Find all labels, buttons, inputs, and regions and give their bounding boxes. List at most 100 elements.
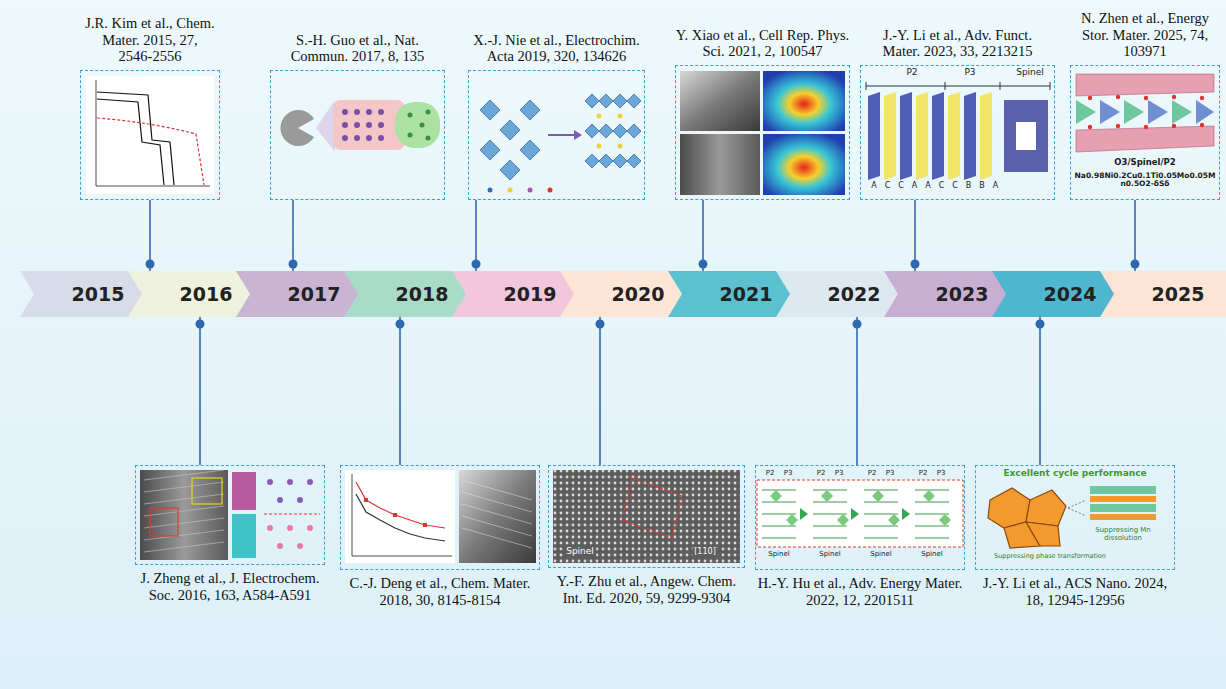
figure-annotation: P2: [868, 470, 877, 478]
p2-p3-spinel-transition: [762, 490, 949, 538]
year-chevron: 2023: [884, 271, 1034, 317]
figure-annotation: P3: [784, 470, 793, 478]
citation-text: S.-H. Guo et al., Nat. Commun. 2017, 8, …: [283, 32, 433, 65]
p2-p3-spinel-stacking: [948, 92, 960, 180]
core-shell-schematic: [280, 100, 440, 152]
core-shell-schematic: [333, 100, 405, 150]
o3-spinel-p2-crystal: [1076, 74, 1214, 152]
year-label: 2022: [776, 271, 926, 317]
figure-annotation: A: [871, 182, 876, 191]
stem-heatmap-panels: [680, 134, 760, 195]
spinel-layered-structure: [599, 94, 613, 108]
o3-spinel-p2-crystal: [1172, 124, 1176, 128]
figure-annotation: P3: [937, 470, 946, 478]
p2-p3-spinel-transition: [821, 490, 833, 502]
year-chevron: 2015: [20, 271, 170, 317]
stem-heatmap-panels: [680, 71, 845, 195]
figure-annotation: [110]: [692, 548, 718, 557]
p2-p3-spinel-transition: [915, 490, 949, 538]
figure-panel: S.-H. Guo et al., Nat. Commun. 2017, 8, …: [270, 70, 445, 200]
year-label: 2025: [1100, 271, 1226, 317]
p2-p3-spinel-stacking: [1004, 100, 1048, 172]
figure-annotation: B: [966, 182, 972, 191]
core-shell-schematic: [342, 109, 384, 141]
stem-heatmap-panels: [763, 134, 845, 195]
year-label: 2021: [668, 271, 818, 317]
connector-dot: [146, 260, 155, 269]
year-label: 2023: [884, 271, 1034, 317]
year-chevron: 2018: [344, 271, 494, 317]
spinel-layered-structure: [548, 188, 553, 193]
spinel-layered-structure: [599, 154, 613, 168]
figure-panel: X.-J. Nie et al., Electrochim. Acta 2019…: [468, 70, 645, 200]
timeline-connector: [396, 317, 405, 465]
cycle-performance-schematic: [1090, 496, 1156, 502]
p2-p3-spinel-transition: [923, 490, 935, 502]
p2-p3-spinel-transition: [888, 514, 900, 526]
p2-p3-spinel-transition: [770, 490, 782, 502]
cycling-plot-and-tem: [462, 480, 532, 548]
o3-spinel-p2-crystal: [1148, 100, 1168, 124]
tem-atomic-image: [140, 470, 320, 560]
figure-annotation: Spinel: [870, 551, 892, 559]
cycle-performance-schematic: [1090, 504, 1156, 512]
cycling-plot-and-tem: [352, 474, 452, 556]
connector-dot: [596, 320, 605, 329]
core-shell-schematic: [426, 110, 431, 115]
tem-atomic-image: [287, 525, 293, 531]
citation-text: X.-J. Nie et al., Electrochim. Acta 2019…: [472, 32, 642, 65]
cycling-plot-and-tem: [356, 482, 445, 528]
tem-atomic-image: [232, 472, 256, 510]
figure-annotation: A: [912, 182, 917, 191]
o3-spinel-p2-crystal: [1088, 95, 1204, 129]
tem-atomic-image: [192, 478, 222, 504]
tem-atomic-image: [267, 525, 273, 531]
spinel-layered-structure: [500, 120, 520, 140]
connector-dot: [699, 260, 708, 269]
spinel-layered-structure: [585, 94, 641, 168]
spinel-layered-structure: [585, 124, 599, 138]
spinel-layered-structure: [574, 130, 582, 140]
timeline-connector: [196, 317, 205, 465]
cycling-plot-and-tem: [364, 498, 368, 502]
spinel-layered-structure: [508, 188, 513, 193]
cycling-plot-and-tem: [459, 470, 536, 563]
timeline-connector: [853, 317, 862, 465]
timeline-connector: [146, 200, 155, 271]
year-label: 2016: [128, 271, 278, 317]
core-shell-schematic: [378, 135, 384, 141]
o3-spinel-p2-crystal: [1076, 100, 1096, 124]
o3-spinel-p2-crystal: [1076, 126, 1214, 152]
figure-annotation: Spinel: [564, 547, 596, 557]
connector-dot: [1036, 320, 1045, 329]
year-label: 2018: [344, 271, 494, 317]
timeline-connector: [699, 200, 708, 271]
tem-atomic-image: [307, 479, 313, 485]
spinel-layered-structure: [597, 114, 602, 119]
figure-annotation: C: [885, 182, 891, 191]
year-chevron: 2021: [668, 271, 818, 317]
year-chevron: 2019: [452, 271, 602, 317]
spinel-layered-structure: [488, 188, 553, 193]
p2-p3-spinel-stacking: [900, 92, 912, 180]
o3-spinel-p2-crystal: [1144, 96, 1148, 100]
core-shell-schematic: [354, 122, 360, 128]
tem-atomic-image: [232, 514, 256, 558]
tem-atomic-image: [277, 543, 283, 549]
core-shell-schematic: [342, 122, 348, 128]
figure-annotation: B: [979, 182, 985, 191]
figure-annotation: P2: [817, 470, 826, 478]
figure-annotation: O3/Spinel/P2: [1114, 158, 1175, 167]
citation-text: J.R. Kim et al., Chem. Mater. 2015, 27, …: [84, 15, 216, 65]
figure-annotation: C: [939, 182, 945, 191]
figure-annotation: P3: [964, 68, 975, 78]
p2-p3-spinel-transition: [757, 480, 963, 547]
discharge-curve-plot: [86, 76, 214, 194]
tem-atomic-image: [297, 497, 303, 503]
cycle-performance-schematic: [1090, 486, 1156, 520]
spinel-layered-structure: [488, 188, 493, 193]
figure-annotation: P2: [906, 68, 917, 78]
core-shell-schematic: [354, 109, 360, 115]
spinel-layered-structure: [548, 134, 574, 136]
